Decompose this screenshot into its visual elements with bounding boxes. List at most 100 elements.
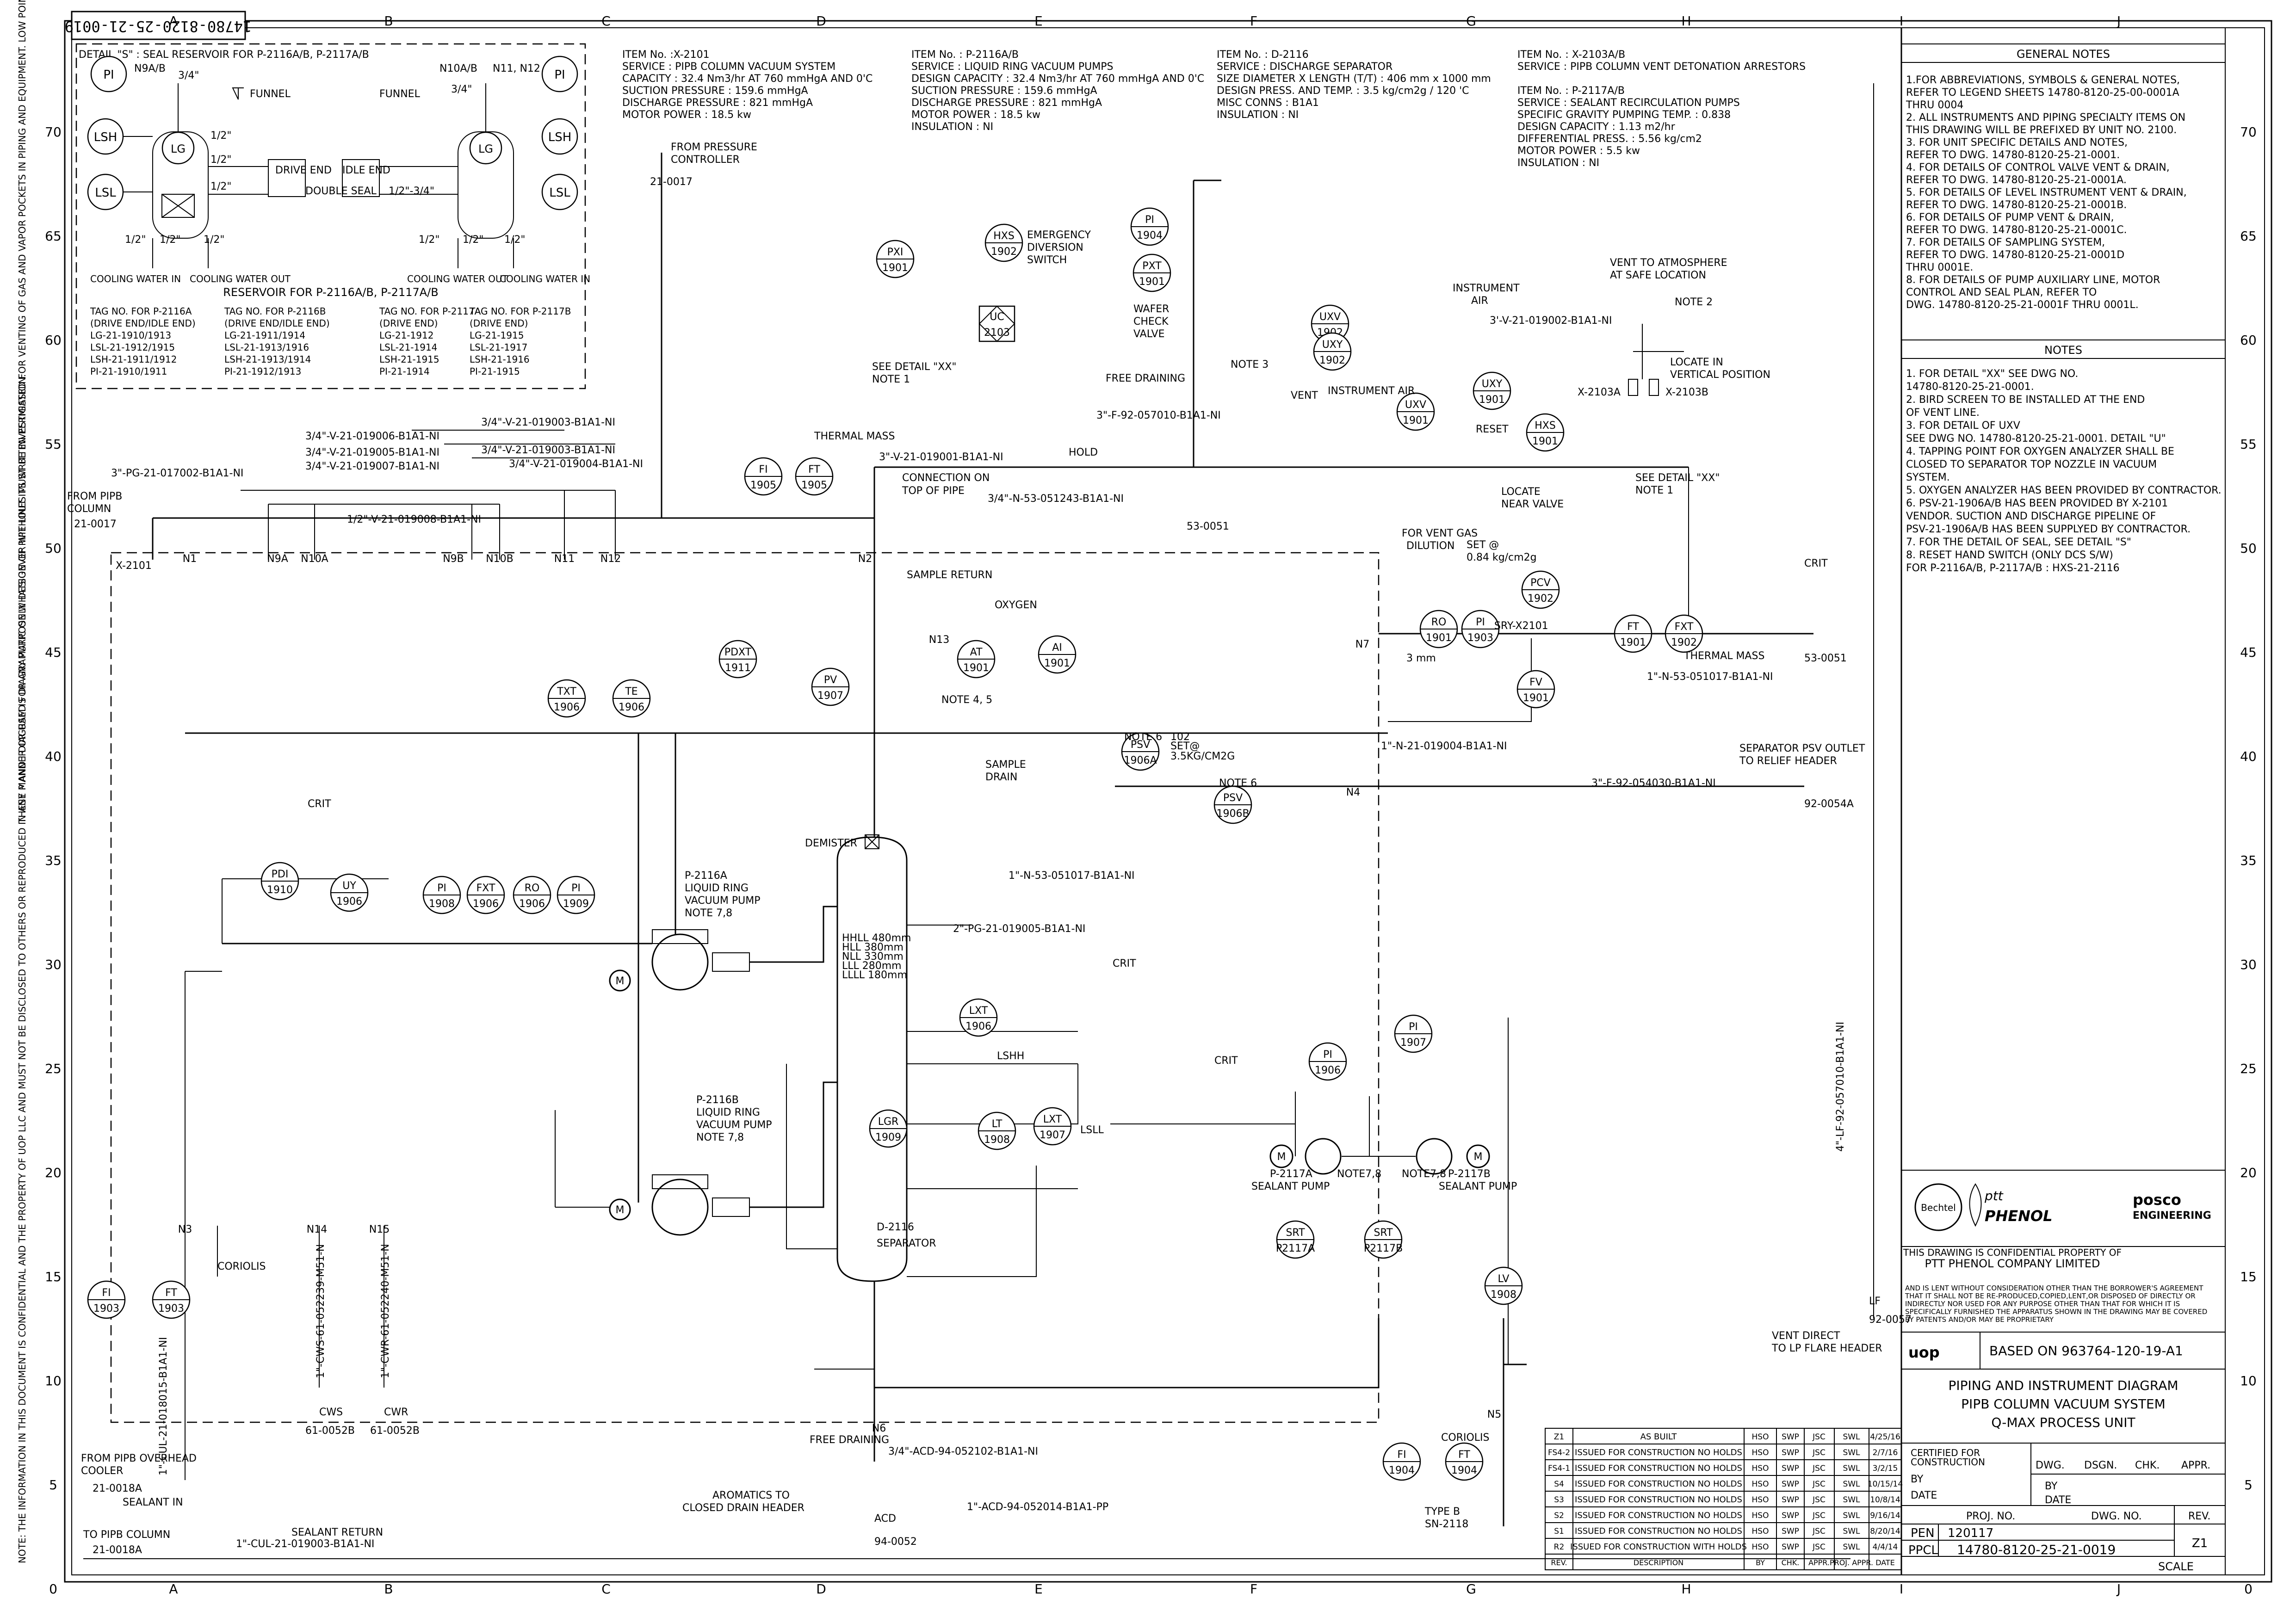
- annotation-from-pipb1: FROM PIPB: [67, 491, 122, 502]
- note-line: 7. FOR THE DETAIL OF SEAL, SEE DETAIL "S…: [1906, 537, 2131, 548]
- instrument-number: 1907: [817, 690, 843, 702]
- annotation-srv: SRY-X2101: [1494, 620, 1548, 632]
- general-note-line: 7. FOR DETAILS OF SAMPLING SYSTEM,: [1906, 237, 2105, 248]
- column-letter-bottom: E: [1034, 1581, 1043, 1597]
- general-note-line: THRU 0004: [1906, 99, 1963, 111]
- annotation-to-pipb: TO PIPB COLUMN: [83, 1529, 170, 1541]
- svg-text:LSH: LSH: [548, 130, 572, 144]
- row-number-right: 25: [2240, 1061, 2257, 1076]
- motor-p2117b: [1466, 1144, 1490, 1168]
- column-letter-top: D: [816, 13, 826, 29]
- cert-date-2: DATE: [2045, 1494, 2071, 1506]
- instrument-tag: HXS: [1535, 420, 1556, 432]
- instrument-number: 1906B: [1216, 808, 1249, 820]
- proj-no-header: PROJ. NO.: [1966, 1511, 2015, 1522]
- line-label: 3/4"-N-53-051243-B1A1-NI: [988, 493, 1124, 505]
- revision-cell: SWP: [1782, 1495, 1799, 1505]
- instrument-number: 1904: [1451, 1465, 1477, 1476]
- annotation-sealant-in: SEALANT IN: [123, 1497, 183, 1508]
- column-letter-bottom: C: [601, 1581, 611, 1597]
- general-note-line: REFER TO DWG. 14780-8120-25-21-0001A.: [1906, 174, 2127, 186]
- svg-text:1/2": 1/2": [204, 234, 225, 246]
- instrument-number: 1902: [1319, 355, 1345, 366]
- line-label: 1"-N-53-051017-B1A1-NI: [1009, 870, 1135, 882]
- annotation-emergency3: SWITCH: [1027, 254, 1067, 266]
- revision-cell: SWL: [1843, 1495, 1860, 1505]
- instrument-number: 1901: [1403, 415, 1429, 426]
- annotation-n61b: 61-0052B: [370, 1425, 420, 1437]
- revision-cell: AS BUILT: [1640, 1432, 1677, 1442]
- tag-table-cell: LG-21-1912: [379, 330, 433, 341]
- title-block: Bechtel ptt PHENOL posco ENGINEERING THI…: [1545, 1170, 2226, 1575]
- column-letter-bottom: F: [1250, 1581, 1257, 1597]
- annotation-hold: HOLD: [1069, 447, 1098, 458]
- nozzle-label: N15: [369, 1224, 390, 1235]
- annotation-emergency1: EMERGENCY: [1027, 229, 1091, 241]
- instrument-number: 1902: [1671, 637, 1697, 648]
- svg-text:1/2": 1/2": [210, 181, 232, 192]
- revision-cell: JSC: [1812, 1432, 1826, 1442]
- arrestor-x2103b: [1649, 379, 1659, 396]
- title-line1: PIPING AND INSTRUMENT DIAGRAM: [1948, 1378, 2178, 1393]
- revision-cell: HSO: [1752, 1448, 1769, 1457]
- ppcl-label: PPCL: [1908, 1543, 1938, 1557]
- annotation-p2116a2: LIQUID RING: [685, 882, 749, 894]
- general-note-line: THRU 0001E.: [1906, 262, 1973, 273]
- note-line: 14780-8120-25-21-0001.: [1906, 381, 2034, 393]
- annotation-p2117b2: SEALANT PUMP: [1439, 1181, 1517, 1192]
- instrument-number: 1909: [875, 1132, 901, 1143]
- note-line: OF VENT LINE.: [1906, 407, 1980, 419]
- detail-s-title: DETAIL "S" : SEAL RESERVOIR FOR P-2116A/…: [79, 49, 369, 61]
- lg-left: [161, 131, 195, 165]
- row-number-left: 65: [45, 228, 62, 244]
- revision-cell: S4: [1554, 1480, 1564, 1489]
- line-labels: 3/4"-V-21-019006-B1A1-NI3/4"-V-21-019005…: [111, 315, 1846, 1550]
- svg-text:1/2": 1/2": [210, 154, 232, 166]
- revision-header: BY: [1756, 1558, 1765, 1567]
- instrument-uxv-1902: UXV1902: [1311, 304, 1349, 343]
- pump-p2117a: [1305, 1138, 1342, 1175]
- item-data-line: SERVICE : SEALANT RECIRCULATION PUMPS: [1517, 97, 1740, 109]
- instrument-number: 1906: [1315, 1065, 1341, 1076]
- svg-text:3/4": 3/4": [451, 84, 472, 95]
- line-label: 3/4"-ACD-94-052102-B1A1-NI: [888, 1446, 1038, 1457]
- revision-cell: HSO: [1752, 1480, 1769, 1489]
- annotation-p2116b2: LIQUID RING: [696, 1107, 760, 1118]
- proj-number: 120117: [1948, 1526, 1993, 1540]
- note-line: SYSTEM.: [1906, 472, 1950, 483]
- notes-panel: GENERAL NOTES 1.FOR ABBREVIATIONS, SYMBO…: [1900, 28, 2226, 1575]
- general-note-line: REFER TO DWG. 14780-8120-25-21-0001B.: [1906, 199, 2127, 211]
- instrument-tag: RO: [1431, 617, 1447, 628]
- annotation-vent-atm2: AT SAFE LOCATION: [1610, 270, 1706, 281]
- note-line: FOR P-2116A/B, P-2117A/B : HXS-21-2116: [1906, 562, 2120, 574]
- svg-text:1/2": 1/2": [125, 234, 146, 246]
- title-line2: PIPB COLUMN VACUUM SYSTEM: [1961, 1396, 2166, 1412]
- svg-text:PI: PI: [554, 68, 565, 82]
- svg-text:LSH: LSH: [94, 130, 118, 144]
- instrument-number: 1908: [984, 1134, 1010, 1146]
- annotation-x2101: X-2101: [116, 560, 152, 572]
- instrument-tag: PCV: [1530, 577, 1551, 589]
- column-letter-top: C: [601, 13, 611, 29]
- column-letter-bottom: I: [1900, 1581, 1903, 1597]
- revision-cell: 4/25/16: [1870, 1432, 1900, 1442]
- motor-p2116b: [609, 1198, 631, 1221]
- tag-table-cell: LG-21-1911/1914: [224, 330, 305, 341]
- posco-logo: posco: [2133, 1191, 2181, 1209]
- line-label: 1"-N-53-051017-B1A1-NI: [1647, 671, 1773, 683]
- drawing-number: 14780-8120-25-21-0019: [1957, 1542, 2116, 1557]
- confidential-line2: PTT PHENOL COMPANY LIMITED: [1925, 1257, 2100, 1270]
- annotation-sample-drain2: DRAIN: [985, 771, 1017, 783]
- based-on: BASED ON 963764-120-19-A1: [1989, 1343, 2183, 1358]
- instrument-tag: PI: [1409, 1021, 1418, 1033]
- line-label: 1"-CUL-21-018015-B1A1-NI: [158, 1337, 169, 1475]
- instrument-tag: FXT: [477, 882, 495, 894]
- annotation-note3: NOTE 3: [1231, 359, 1269, 370]
